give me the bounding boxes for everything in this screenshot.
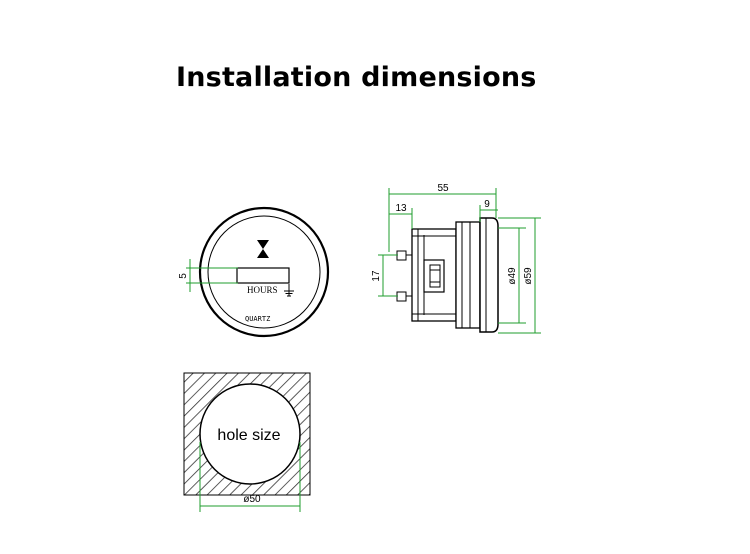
dimension-9-label: 9 [484,199,490,210]
dimension-o49-label: ø49 [507,267,518,285]
terminal-bottom [396,291,407,302]
dimension-17-label: 17 [371,270,382,282]
display-window [236,267,290,284]
dimension-terminal-spacing: 17 [371,254,398,297]
dimension-bezel-diameter: ø59 [498,217,541,334]
terminal-top [396,250,407,261]
front-bezel-outer [198,206,330,338]
front-bezel-inner [207,215,321,329]
hourglass-icon [257,240,269,258]
mounting-flange [455,221,481,329]
front-bezel [479,217,499,333]
dimension-o50-label: ø50 [243,494,261,505]
dimension-hole-diameter: ø50 [199,442,301,512]
front-view: HOURS QUARTZ 5 [178,206,330,338]
hole-size-label: hole size [217,427,280,444]
ground-symbol-icon [284,284,294,297]
dimension-terminal-length: 13 [389,203,413,229]
hours-label: HOURS [247,285,278,295]
dimension-5-label: 5 [178,273,189,279]
page-title: Installation dimensions [176,62,537,93]
dimension-13-label: 13 [395,203,407,214]
dimension-bezel-depth: 9 [479,199,498,222]
dimension-window-height: 5 [178,259,238,292]
dimension-o59-label: ø59 [523,267,534,285]
quartz-label: QUARTZ [245,315,270,323]
cutout-hole [199,383,301,485]
hole-view: hole size ø50 [183,372,311,512]
dimension-body-diameter: ø49 [498,227,526,324]
dimension-55-label: 55 [437,183,449,194]
dimension-total-length: 55 [388,183,497,252]
side-view: 55 13 9 17 [371,183,541,334]
